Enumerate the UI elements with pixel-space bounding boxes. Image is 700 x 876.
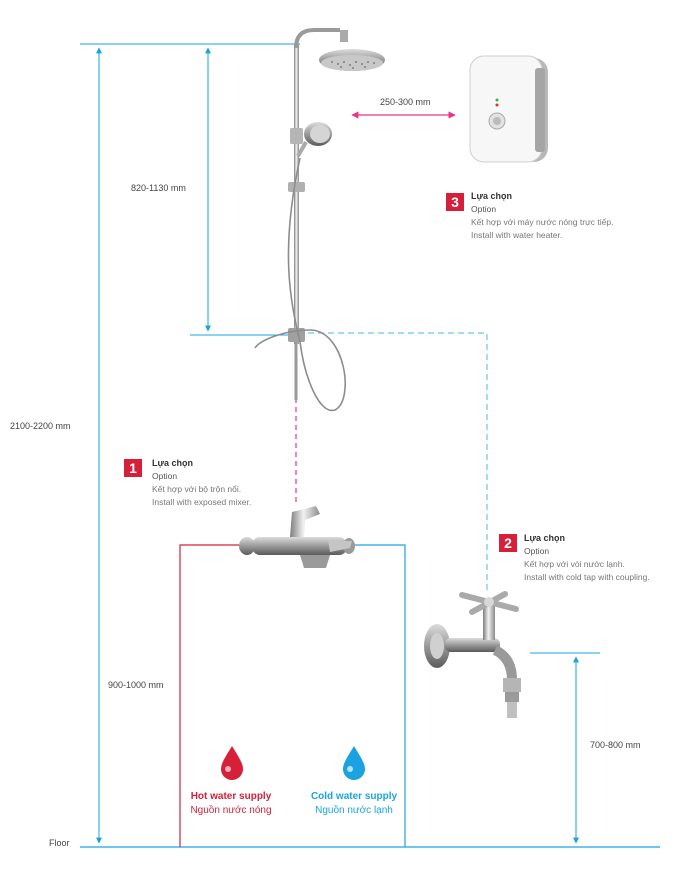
cold-supply-vi: Nguồn nước lạnh — [315, 805, 393, 816]
hot-supply-en: Hot water supply — [190, 791, 272, 802]
hot-supply-pipe — [179, 544, 242, 847]
option-2-en: Install with cold tap with coupling. — [524, 572, 650, 582]
cold-supply-pipe — [352, 544, 406, 847]
heater-distance-label: 250-300 mm — [380, 97, 431, 107]
option-1-title: Lựa chọn — [152, 458, 194, 468]
shower-height-label: 820-1130 mm — [131, 183, 186, 193]
water-heater-image — [469, 55, 548, 163]
mixer-height-label: 900-1000 mm — [108, 680, 164, 690]
option-2-badge: 2 — [499, 534, 517, 552]
shower-set-image — [254, 28, 385, 412]
option-2-vi: Kết hợp với vòi nước lạnh. — [524, 559, 625, 569]
cold-drop-highlight — [347, 766, 353, 772]
option-3-title: Lựa chọn — [471, 191, 513, 201]
hot-supply-vi: Nguồn nước nóng — [190, 805, 272, 816]
option-3-vi: Kết hợp với máy nước nóng trực tiếp. — [471, 217, 614, 227]
option-3-badge: 3 — [446, 193, 464, 211]
option-1-vi: Kết hợp với bộ trộn nổi. — [152, 484, 242, 494]
option-1-badge: 1 — [124, 459, 142, 477]
option-1-text: Lựa chọn Option Kết hợp với bộ trộn nổi.… — [152, 457, 251, 509]
tap-height-label: 700-800 mm — [590, 740, 641, 750]
total-height-label: 2100-2200 mm — [10, 421, 71, 431]
option-2-subtitle: Option — [524, 546, 550, 556]
cold-supply-en: Cold water supply — [310, 791, 398, 802]
exposed-mixer-image — [239, 506, 355, 568]
option-3-text: Lựa chọn Option Kết hợp với máy nước nón… — [471, 190, 613, 242]
option-2-text: Lựa chọn Option Kết hợp với vòi nước lạn… — [524, 532, 650, 584]
option-3-subtitle: Option — [471, 204, 497, 214]
option-1-en: Install with exposed mixer. — [152, 497, 252, 507]
hot-supply-label: Hot water supply Nguồn nước nóng — [175, 790, 287, 818]
hot-water-drop-icon — [221, 746, 243, 780]
option-2-title: Lựa chọn — [524, 533, 566, 543]
hot-drop-highlight — [225, 766, 231, 772]
cold-tap-connection-dashed — [308, 332, 488, 590]
cold-tap-image — [424, 591, 521, 718]
option-3-en: Install with water heater. — [471, 230, 563, 240]
cold-water-drop-icon — [343, 746, 365, 780]
option-1-subtitle: Option — [152, 471, 178, 481]
floor-label: Floor — [49, 838, 70, 848]
cold-supply-label: Cold water supply Nguồn nước lạnh — [298, 790, 410, 818]
